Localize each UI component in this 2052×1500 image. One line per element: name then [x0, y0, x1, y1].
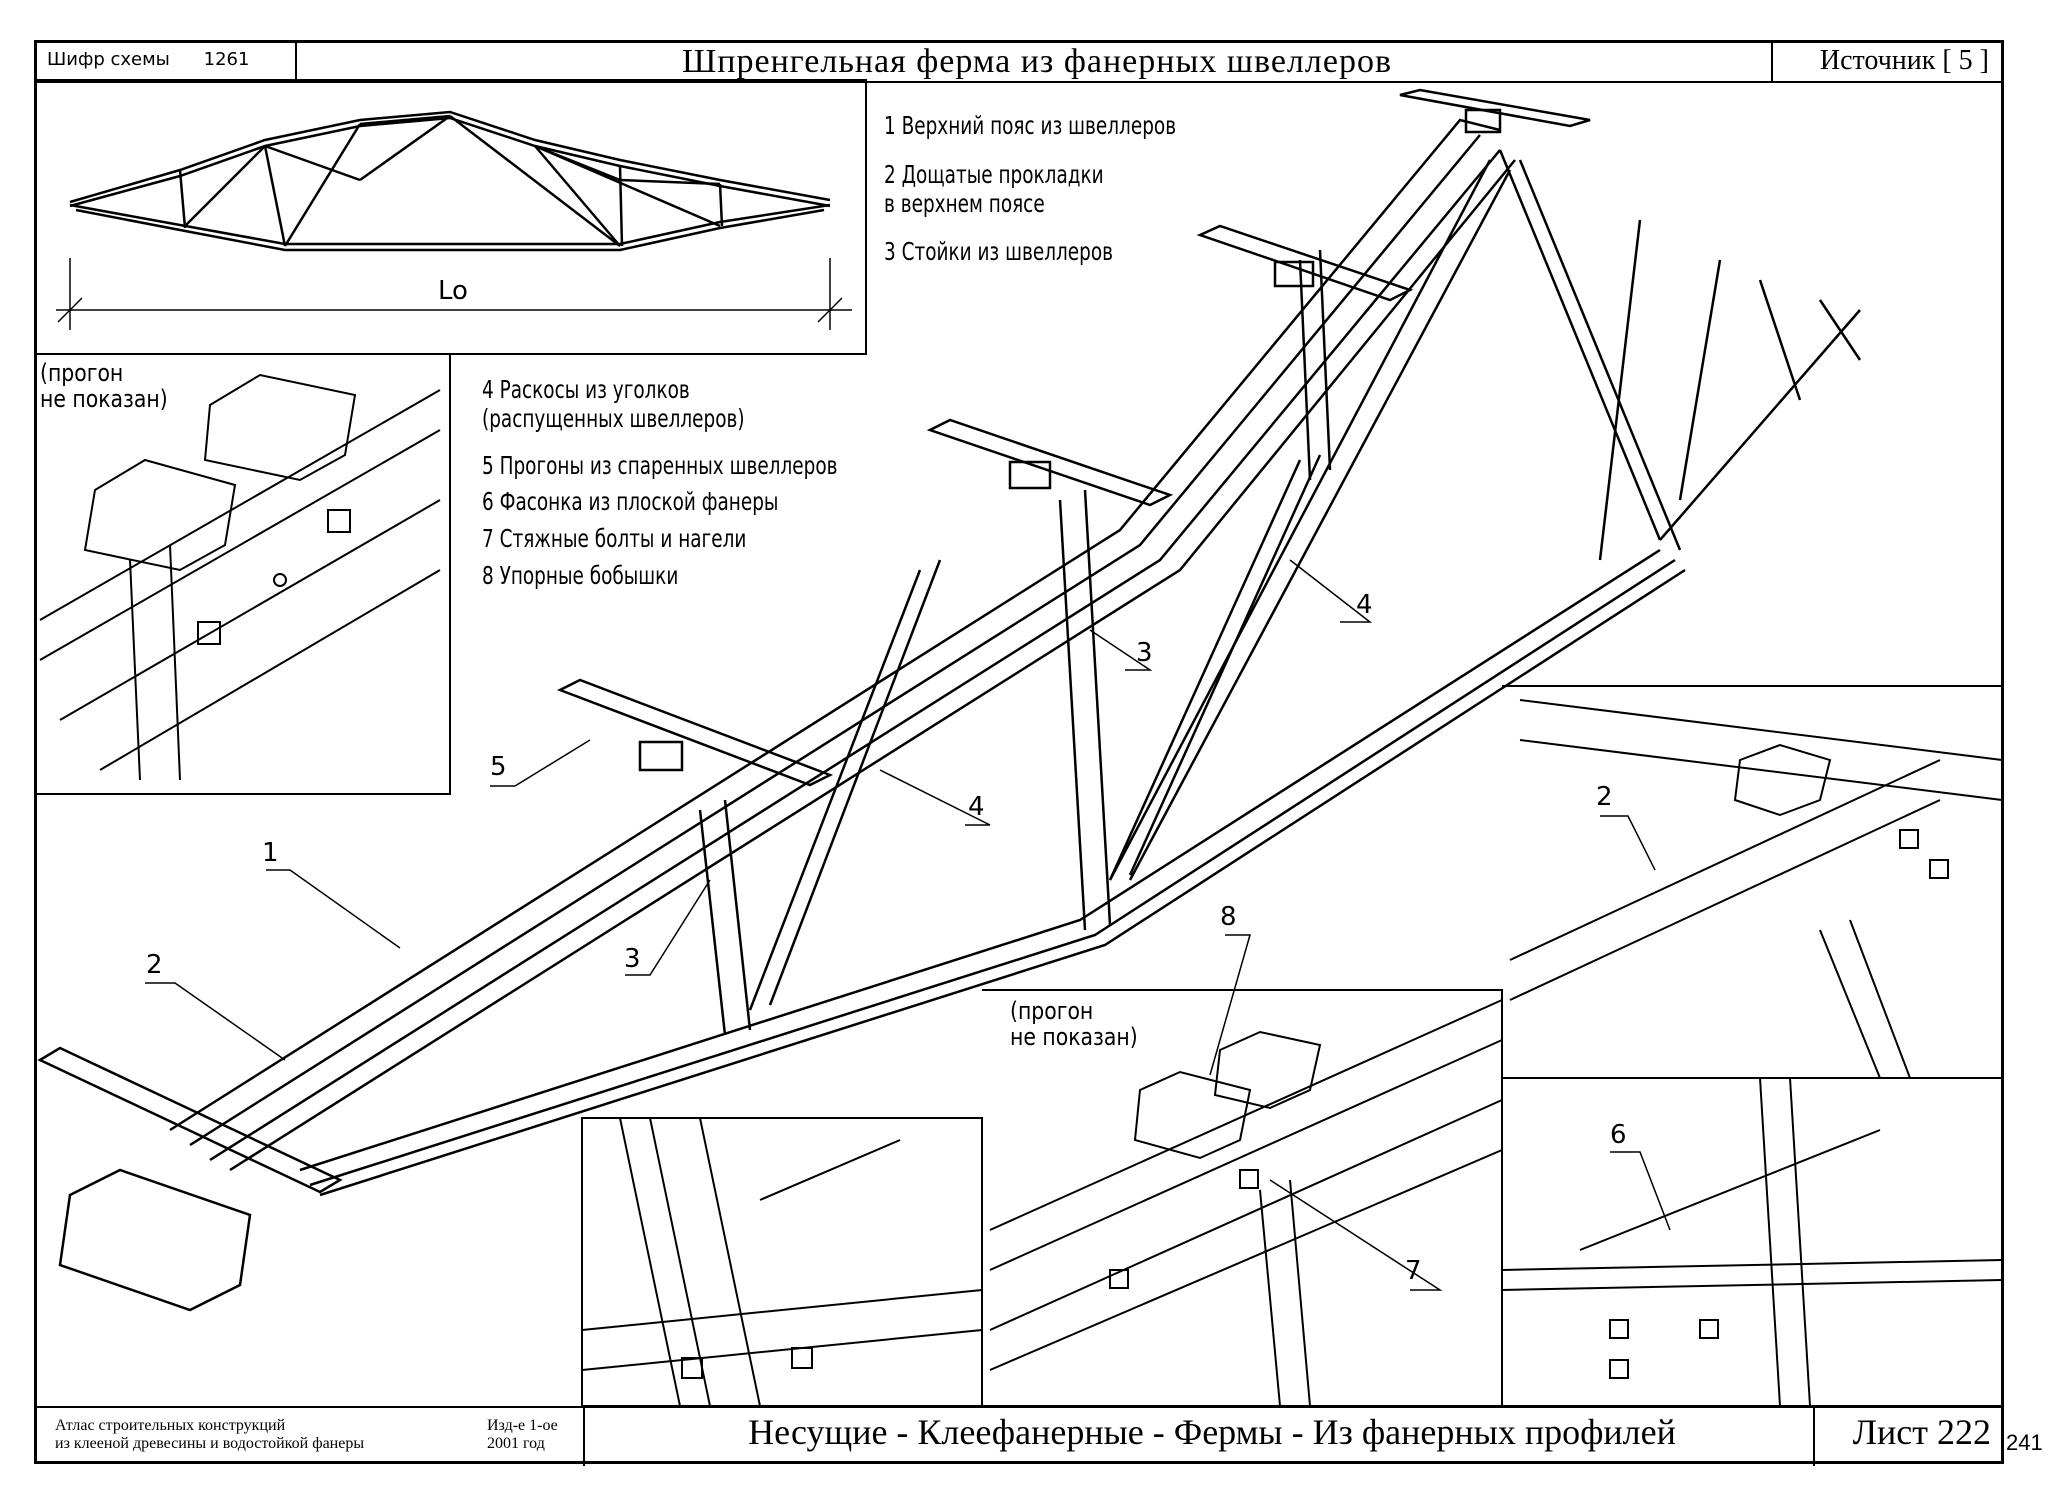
legend-block-2: 4 Раскосы из уголков (распущенных швелле…	[482, 375, 838, 591]
note-line-1: (прогон	[40, 359, 124, 387]
atlas-line-2: из клееной древесины и водостойкой фанер…	[55, 1435, 365, 1453]
callout-5: 5	[490, 752, 507, 782]
elevation-panel-frame	[34, 79, 867, 355]
legend-item-4: 4 Раскосы из уголков	[482, 375, 690, 404]
detail-panel-topleft	[34, 353, 451, 795]
legend-item-2-cont: в верхнем поясе	[884, 188, 1045, 218]
source-reference: Источник [ 5 ]	[1819, 45, 1989, 76]
span-label: Lo	[438, 276, 468, 306]
leader-2a	[145, 982, 286, 1061]
legend-item-6: 6 Фасонка из плоской фанеры	[482, 487, 779, 517]
legend-item-3: 3 Стойки из швеллеров	[884, 237, 1113, 267]
callout-4a: 4	[968, 792, 985, 822]
leader-2b	[1600, 815, 1656, 871]
callout-leaders	[145, 559, 1671, 1291]
bottom-center-detail-sketch	[581, 1117, 983, 1407]
callout-4b: 4	[1356, 590, 1373, 620]
leader-5	[490, 739, 591, 787]
legend-item-7: 7 Стяжные болты и нагели	[482, 524, 747, 553]
edition-line-1: Изд-е 1-ое	[487, 1417, 558, 1434]
topleft-detail-sketch	[39, 373, 441, 781]
callout-2b: 2	[1596, 782, 1613, 812]
header-sep-2	[1771, 43, 1773, 81]
detail-panel-bottom-center	[581, 1117, 983, 1407]
right-upper-detail-sketch	[1509, 699, 2003, 1079]
header-sep-1	[295, 43, 297, 81]
footer-sep-2	[1813, 1406, 1815, 1466]
note-line-1: (прогон	[1010, 997, 1094, 1025]
edition-info: Изд-е 1-ое 2001 год	[487, 1417, 558, 1454]
leader-6	[1610, 1151, 1671, 1231]
note-line-2: не показан)	[1010, 1023, 1138, 1052]
footer-sep-1	[583, 1406, 585, 1466]
cipher-value: 1261	[203, 49, 250, 70]
callout-3b: 3	[1136, 638, 1153, 668]
legend-item-2: 2 Дощатые прокладки	[884, 159, 1104, 189]
legend-item-5: 5 Прогоны из спаренных швеллеров	[482, 450, 838, 480]
leader-8	[1209, 934, 1251, 1076]
callout-2a: 2	[146, 950, 163, 980]
main-truss-isometric	[37, 88, 1862, 1312]
legend-item-1: 1 Верхний пояс из швеллеров	[884, 111, 1177, 140]
drawing-sheet: Шифр схемы 1261 Шпренгельная ферма из фа…	[34, 40, 2004, 1466]
span-dimension-line	[56, 258, 852, 330]
page-number: 241	[2006, 1430, 2043, 1455]
callout-8: 8	[1220, 902, 1237, 932]
note-purlin-not-shown-center: (прогон не показан)	[1010, 998, 1138, 1051]
bottom-middle-detail-sketch	[989, 999, 1503, 1407]
edition-line-2: 2001 год	[487, 1435, 545, 1453]
truss-elevation	[69, 110, 831, 252]
leader-4a	[879, 769, 991, 826]
cipher-label: Шифр схемы	[47, 49, 170, 70]
atlas-line-1: Атлас строительных конструкций	[55, 1417, 286, 1434]
atlas-title: Атлас строительных конструкций из клеено…	[55, 1417, 364, 1454]
callout-7: 7	[1405, 1256, 1422, 1286]
callout-3a: 3	[624, 944, 641, 974]
legend-item-4-cont: (распущенных швеллеров)	[482, 403, 745, 433]
callout-6: 6	[1610, 1120, 1627, 1150]
category-path: Несущие - Клеефанерные - Фермы - Из фане…	[748, 1412, 1676, 1452]
right-lower-detail-sketch	[1501, 1077, 2003, 1407]
detail-panel-right	[1502, 685, 2003, 1407]
sheet-title: Шпренгельная ферма из фанерных швеллеров	[681, 43, 1393, 80]
detail-panel-bottom-middle	[982, 989, 1503, 1407]
sheet-number: Лист 222	[1852, 1412, 1991, 1452]
leader-7	[1269, 1179, 1443, 1291]
note-purlin-not-shown-left: (прогон не показан)	[40, 360, 168, 413]
legend-item-8: 8 Упорные бобышки	[482, 560, 679, 590]
legend-block-1: 1 Верхний пояс из швеллеров 2 Дощатые пр…	[884, 111, 1177, 267]
scheme-cipher: Шифр схемы 1261	[47, 49, 277, 70]
leader-3a	[625, 879, 711, 976]
callout-1: 1	[262, 838, 279, 868]
leader-4b	[1289, 559, 1373, 623]
leader-3b	[1089, 629, 1153, 671]
header-divider	[37, 81, 2001, 83]
note-line-2: не показан)	[40, 385, 168, 414]
leader-1	[266, 869, 401, 949]
